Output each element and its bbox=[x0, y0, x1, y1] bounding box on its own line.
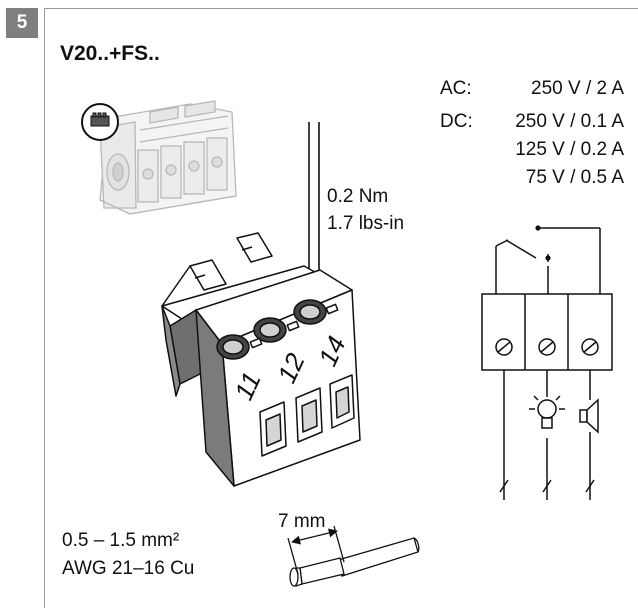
mini-connector bbox=[90, 112, 110, 127]
dc-value-1: 250 V / 0.1 A bbox=[515, 111, 624, 132]
strip-length-label: 7 mm bbox=[278, 511, 326, 532]
ac-value: 250 V / 2 A bbox=[531, 78, 624, 99]
stripped-wire bbox=[289, 537, 420, 587]
plug-connector bbox=[161, 232, 361, 487]
torque-nm: 0.2 Nm bbox=[327, 186, 389, 207]
strip-length-dimension bbox=[287, 525, 345, 575]
device-thumbnail bbox=[99, 100, 237, 215]
relay-dots bbox=[535, 225, 551, 261]
dc-label: DC: bbox=[440, 111, 473, 132]
torque-lbs: 1.7 lbs-in bbox=[327, 213, 405, 234]
dc-value-2: 125 V / 0.2 A bbox=[515, 139, 624, 160]
product-title: V20..+FS.. bbox=[60, 42, 160, 65]
frame-left-border bbox=[44, 8, 45, 608]
frame-top-border bbox=[44, 8, 638, 9]
relay-schematic bbox=[481, 227, 613, 500]
wire-cross-section: 0.5 – 1.5 mm² bbox=[62, 530, 180, 551]
ac-label: AC: bbox=[440, 78, 472, 99]
lamp-icon bbox=[529, 392, 565, 429]
dc-value-3: 75 V / 0.5 A bbox=[525, 167, 624, 188]
wire-awg: AWG 21–16 Cu bbox=[62, 558, 195, 579]
step-number-badge: 5 bbox=[6, 8, 38, 38]
horn-icon bbox=[579, 398, 599, 434]
